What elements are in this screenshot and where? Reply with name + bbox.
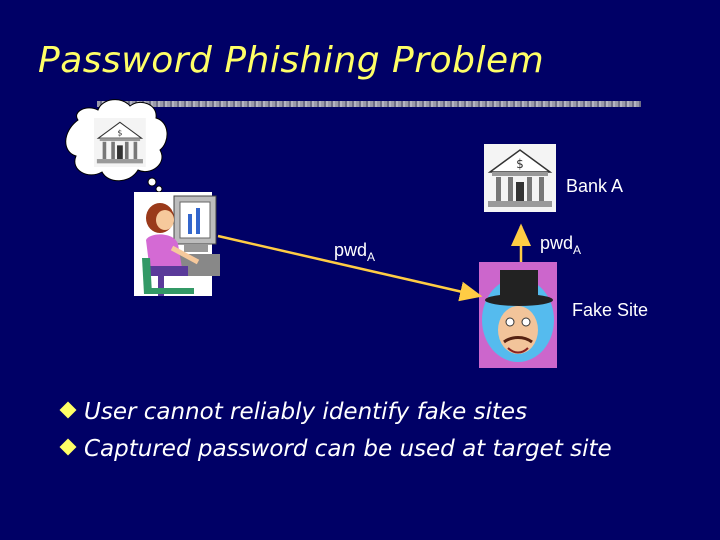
pwd-label-user: pwdA [334, 240, 376, 264]
bullet-list: User cannot reliably identify fake sites… [58, 394, 612, 468]
arrow-user-to-fake-site [217, 234, 483, 302]
slide-title: Password Phishing Problem [38, 40, 545, 81]
thought-bank-icon: $ [94, 118, 146, 167]
fake-site-villain-icon [479, 262, 557, 368]
fake-site-label: Fake Site [572, 300, 649, 320]
bullet-item: Captured password can be used at target … [58, 431, 612, 468]
bullet-diamond-icon [59, 401, 77, 419]
user-at-computer-icon [134, 192, 220, 296]
bank-a-label: Bank A [566, 176, 624, 196]
bank-a-icon: $ [484, 144, 556, 212]
pwd-label-bank: pwdA [540, 233, 582, 257]
bullet-diamond-icon [59, 438, 77, 456]
svg-text:$: $ [117, 128, 122, 137]
bullet-item: User cannot reliably identify fake sites [58, 394, 612, 431]
title-divider [97, 101, 641, 107]
svg-text:$: $ [516, 157, 524, 171]
